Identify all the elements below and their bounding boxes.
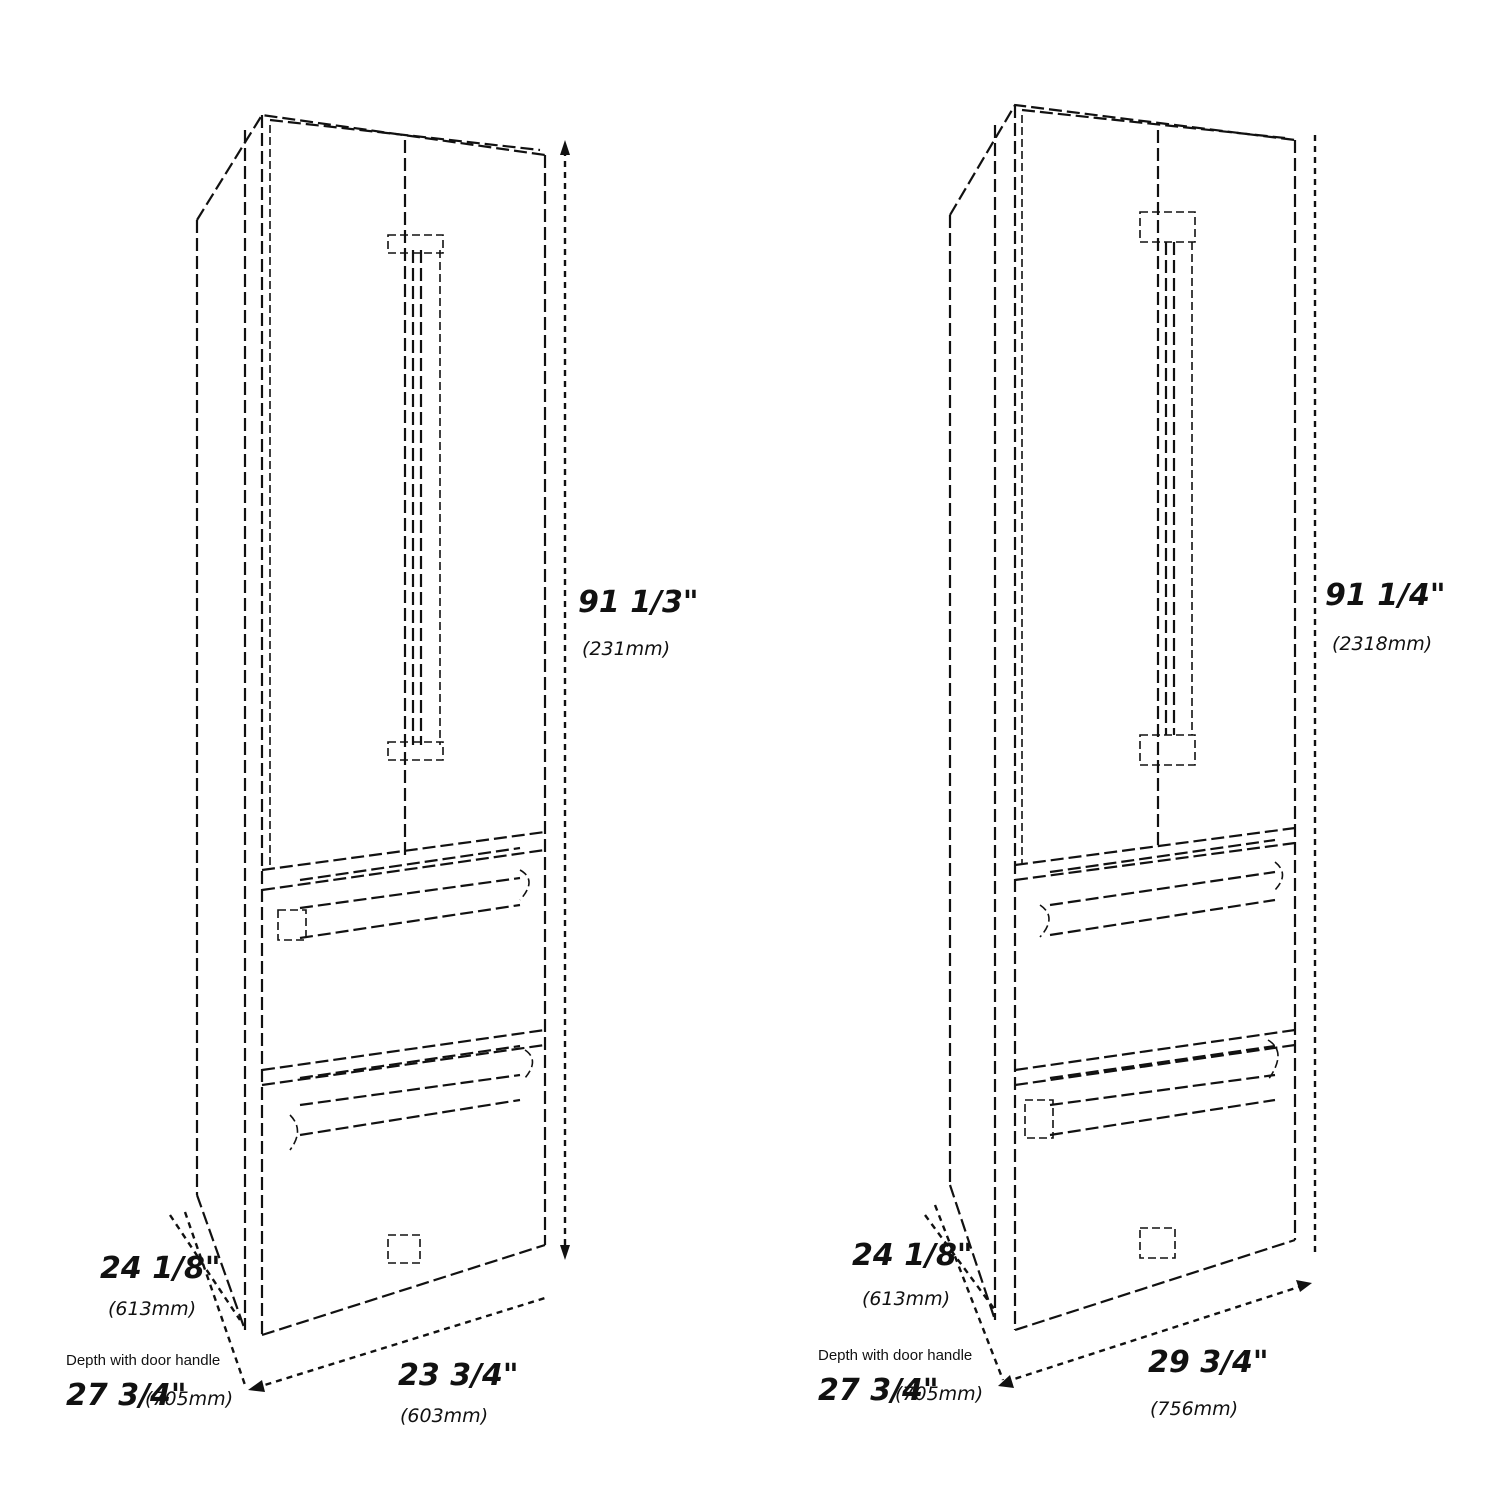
right-drawer-2 [1014, 1028, 1296, 1139]
left-cabinet-base-side [195, 1194, 247, 1331]
left-depth-label: 24 1/8" [100, 1251, 221, 1286]
right-depth-label: 24 1/8" [852, 1238, 973, 1273]
right-door-handle [1139, 130, 1196, 850]
right-logo-plate [1139, 1227, 1176, 1259]
left-drawer-2 [261, 1028, 546, 1151]
left-door-note-metric: (705mm) [145, 1388, 233, 1410]
left-refrigerator-unit: 91 1/3" (231mm) 23 3/4" (603mm) 24 1/8" … [66, 113, 699, 1427]
left-logo-plate [387, 1234, 421, 1264]
right-door-note-label: Depth with door handle [818, 1347, 972, 1364]
left-cabinet-top [196, 113, 546, 221]
right-refrigerator-unit: 91 1/4" (2318mm) 29 3/4" (756mm) 24 1/8"… [818, 103, 1446, 1420]
right-depth-metric: (613mm) [862, 1288, 950, 1310]
right-width-metric: (756mm) [1150, 1398, 1238, 1420]
right-cabinet-base [1014, 1238, 1296, 1332]
left-height-dimension [560, 140, 570, 1260]
right-door-note-value: 27 3/4" [818, 1373, 939, 1408]
left-depth-dimension [169, 1211, 247, 1386]
right-drawer-1 [1014, 826, 1296, 938]
left-cabinet-base [261, 1243, 546, 1337]
left-door-note-value: 27 3/4" [66, 1378, 187, 1413]
left-height-metric: (231mm) [582, 638, 670, 660]
right-width-dimension [998, 1280, 1312, 1388]
left-drawer-1 [261, 830, 546, 941]
right-door-note-metric: (705mm) [895, 1383, 983, 1405]
left-depth-metric: (613mm) [108, 1298, 196, 1320]
left-width-label: 23 3/4" [398, 1358, 519, 1393]
right-width-label: 29 3/4" [1148, 1345, 1269, 1380]
left-height-label: 91 1/3" [578, 585, 699, 620]
left-width-metric: (603mm) [400, 1405, 488, 1427]
right-height-metric: (2318mm) [1332, 633, 1432, 655]
right-door-top-line [1021, 108, 1286, 140]
right-height-label: 91 1/4" [1325, 578, 1446, 613]
left-width-dimension [248, 1296, 546, 1392]
left-door-top-line [269, 118, 541, 152]
right-depth-dimension [924, 1204, 1005, 1381]
left-door-handle [387, 140, 444, 860]
left-door-note-label: Depth with door handle [66, 1352, 220, 1369]
right-cabinet-base-side [948, 1184, 997, 1321]
